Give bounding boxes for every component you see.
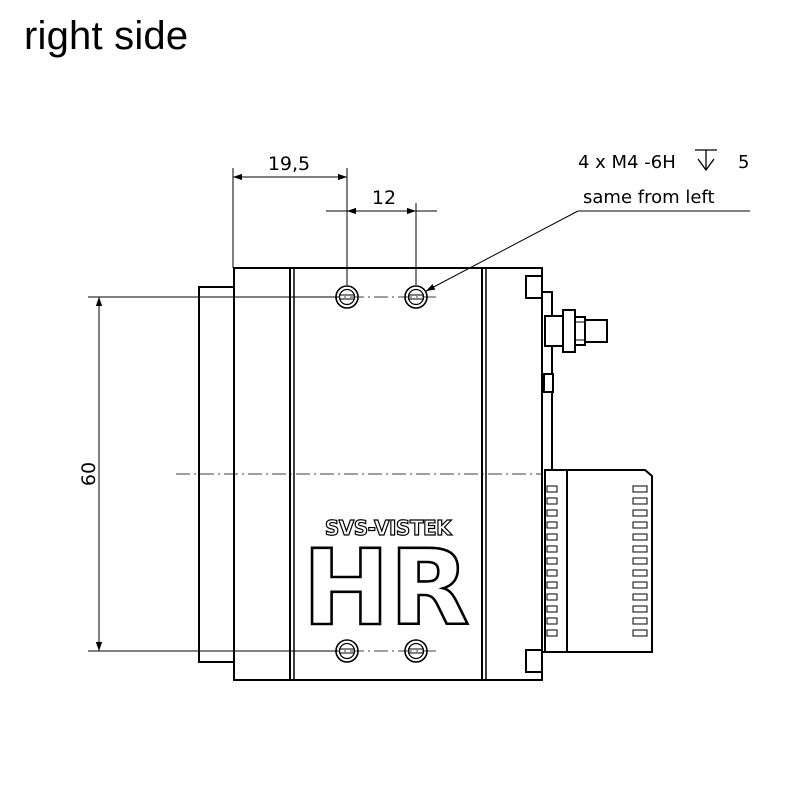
brand-maker-text: SVS-VISTEK <box>325 516 453 540</box>
dimension-top-width: 19,5 <box>232 153 348 285</box>
heat-sink-fin <box>632 509 648 517</box>
heat-sink-fin <box>632 497 648 505</box>
dimension-height: 60 <box>78 296 340 652</box>
dimension-label-height: 60 <box>78 462 100 486</box>
dimension-label-hole-spacing: 12 <box>372 187 396 209</box>
heat-sink-slot <box>546 545 558 553</box>
heat-sink-slot <box>546 593 558 601</box>
heat-sink-slot <box>546 581 558 589</box>
heat-sink-slot <box>546 557 558 565</box>
hole-center-lines <box>326 296 437 652</box>
heat-sink-fin <box>632 629 648 637</box>
page-title: right side <box>24 14 189 58</box>
thread-note-line2: same from left <box>583 187 715 208</box>
heat-sink-fin <box>632 581 648 589</box>
heat-sink-slot <box>546 485 558 493</box>
heat-sink-slot <box>546 629 558 637</box>
heat-sink-fin <box>632 533 648 541</box>
dimension-hole-spacing: 12 <box>326 187 437 285</box>
heat-sink-slot <box>546 509 558 517</box>
depth-arrow-icon <box>695 149 717 172</box>
heat-sink-slot <box>546 569 558 577</box>
thread-depth-value: 5 <box>738 152 749 173</box>
dimension-label-top-width: 19,5 <box>268 153 310 175</box>
heat-sink-slot <box>546 521 558 529</box>
heat-sink <box>544 469 653 653</box>
heat-sink-fin <box>632 617 648 625</box>
brand-model-text: HR <box>302 527 469 649</box>
thread-callout: 4 x M4 -6H 5 same from left <box>425 149 750 292</box>
heat-sink-slot <box>546 605 558 613</box>
heat-sink-fin <box>632 485 648 493</box>
heat-sink-fin <box>632 569 648 577</box>
thread-spec-text: 4 x M4 -6H <box>578 152 676 173</box>
heat-sink-slot <box>546 497 558 505</box>
heat-sink-fin <box>632 557 648 565</box>
heat-sink-slot <box>546 533 558 541</box>
heat-sink-fin <box>632 521 648 529</box>
heat-sink-fin <box>632 545 648 553</box>
heat-sink-slot <box>546 617 558 625</box>
heat-sink-fin <box>632 605 648 613</box>
brand-logo: SVS-VISTEK HR <box>301 515 471 650</box>
heat-sink-fin <box>632 593 648 601</box>
